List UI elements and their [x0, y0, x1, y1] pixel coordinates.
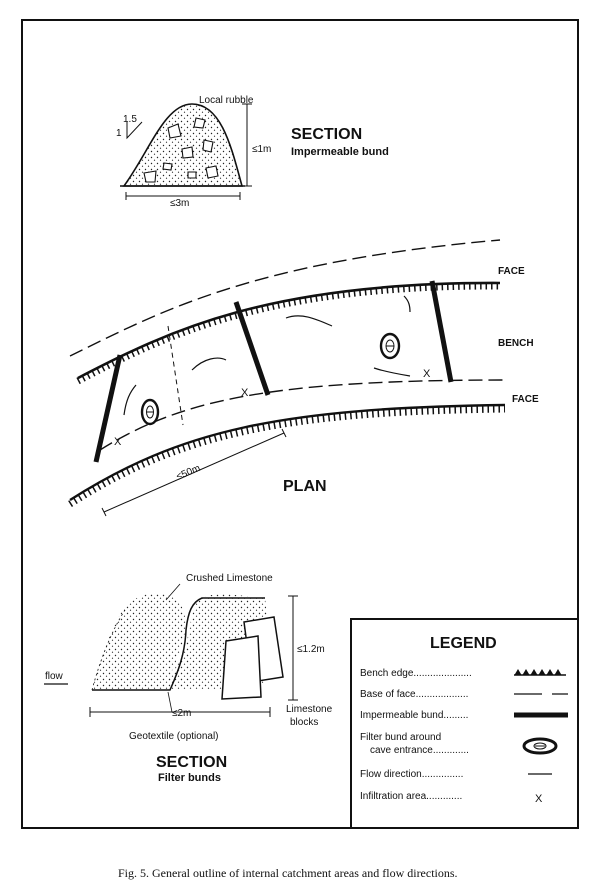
legend-box [350, 618, 579, 829]
lower-bench-edge [69, 403, 506, 502]
impermeable-bund-3 [429, 280, 454, 383]
geotextile-label: Geotextile (optional) [129, 731, 219, 742]
height-label-bottom: ≤1.2m [297, 644, 325, 655]
legend-symbol-bench-edge [514, 669, 566, 676]
figure-frame [21, 19, 579, 829]
legend-label-impermeable-bund: Impermeable bund......... [360, 710, 468, 721]
limestone-blocks-label-1: Limestone [286, 704, 333, 715]
section-subheading-bottom: Filter bunds [158, 772, 221, 784]
impermeable-bund-1 [93, 354, 123, 463]
section-heading-bottom: SECTION [156, 754, 227, 771]
plan-view: X X X ≤50m FACE BENCH FACE PLAN [68, 239, 539, 517]
legend-label-flow-direction: Flow direction............... [360, 769, 463, 780]
infiltration-mark-1: X [114, 436, 122, 448]
legend-symbol-filter-bund [522, 737, 558, 755]
distance-label: ≤50m [175, 463, 202, 483]
flow-label: flow [45, 671, 64, 682]
face-upper-label: FACE [498, 266, 525, 277]
legend-symbol-infiltration-area: X [535, 793, 543, 805]
lower-face-base [99, 379, 506, 451]
impermeable-bund-2 [233, 301, 271, 396]
infiltration-mark-2: X [241, 387, 249, 399]
legend: LEGEND Bench edge..................... B… [350, 618, 579, 829]
legend-label-base-of-face: Base of face................... [360, 689, 468, 700]
rubble-label: Local rubble [199, 95, 254, 106]
width-label: ≤3m [170, 198, 189, 209]
slope-rise-label: 1 [116, 128, 122, 139]
figure-caption: Fig. 5. General outline of internal catc… [118, 866, 458, 880]
crushed-limestone-label: Crushed Limestone [186, 573, 273, 584]
infiltration-mark-3: X [423, 368, 431, 380]
legend-label-filter-bund-1: Filter bund around [360, 732, 441, 743]
width-label-bottom: ≤2m [172, 708, 191, 719]
geotextile-line [92, 597, 265, 691]
legend-label-infiltration-area: Infiltration area............. [360, 791, 462, 802]
legend-label-filter-bund-2: cave entrance............. [370, 745, 469, 756]
legend-title: LEGEND [430, 635, 497, 652]
filter-bund-1 [140, 398, 160, 426]
rubble-mound [122, 103, 244, 187]
filter-bund-section: flow Crushed Limestone ≤1.2m ≤2m Limesto… [44, 573, 333, 784]
limestone-blocks-label-2: blocks [290, 717, 318, 728]
impermeable-bund-section: 1.5 1 ≤1m ≤3m Local rubble SECTION Imper… [116, 95, 389, 209]
slope-run-label: 1.5 [123, 114, 137, 125]
height-label: ≤1m [252, 144, 271, 155]
section-subheading-top: Impermeable bund [291, 146, 389, 158]
filter-bund-2 [379, 332, 401, 360]
bench-label: BENCH [498, 338, 534, 349]
legend-label-bench-edge: Bench edge..................... [360, 668, 472, 679]
section-heading-top: SECTION [291, 126, 362, 143]
face-lower-label: FACE [512, 394, 539, 405]
plan-title: PLAN [283, 478, 327, 495]
upper-face-base [69, 239, 501, 357]
limestone-block-front [221, 635, 262, 700]
